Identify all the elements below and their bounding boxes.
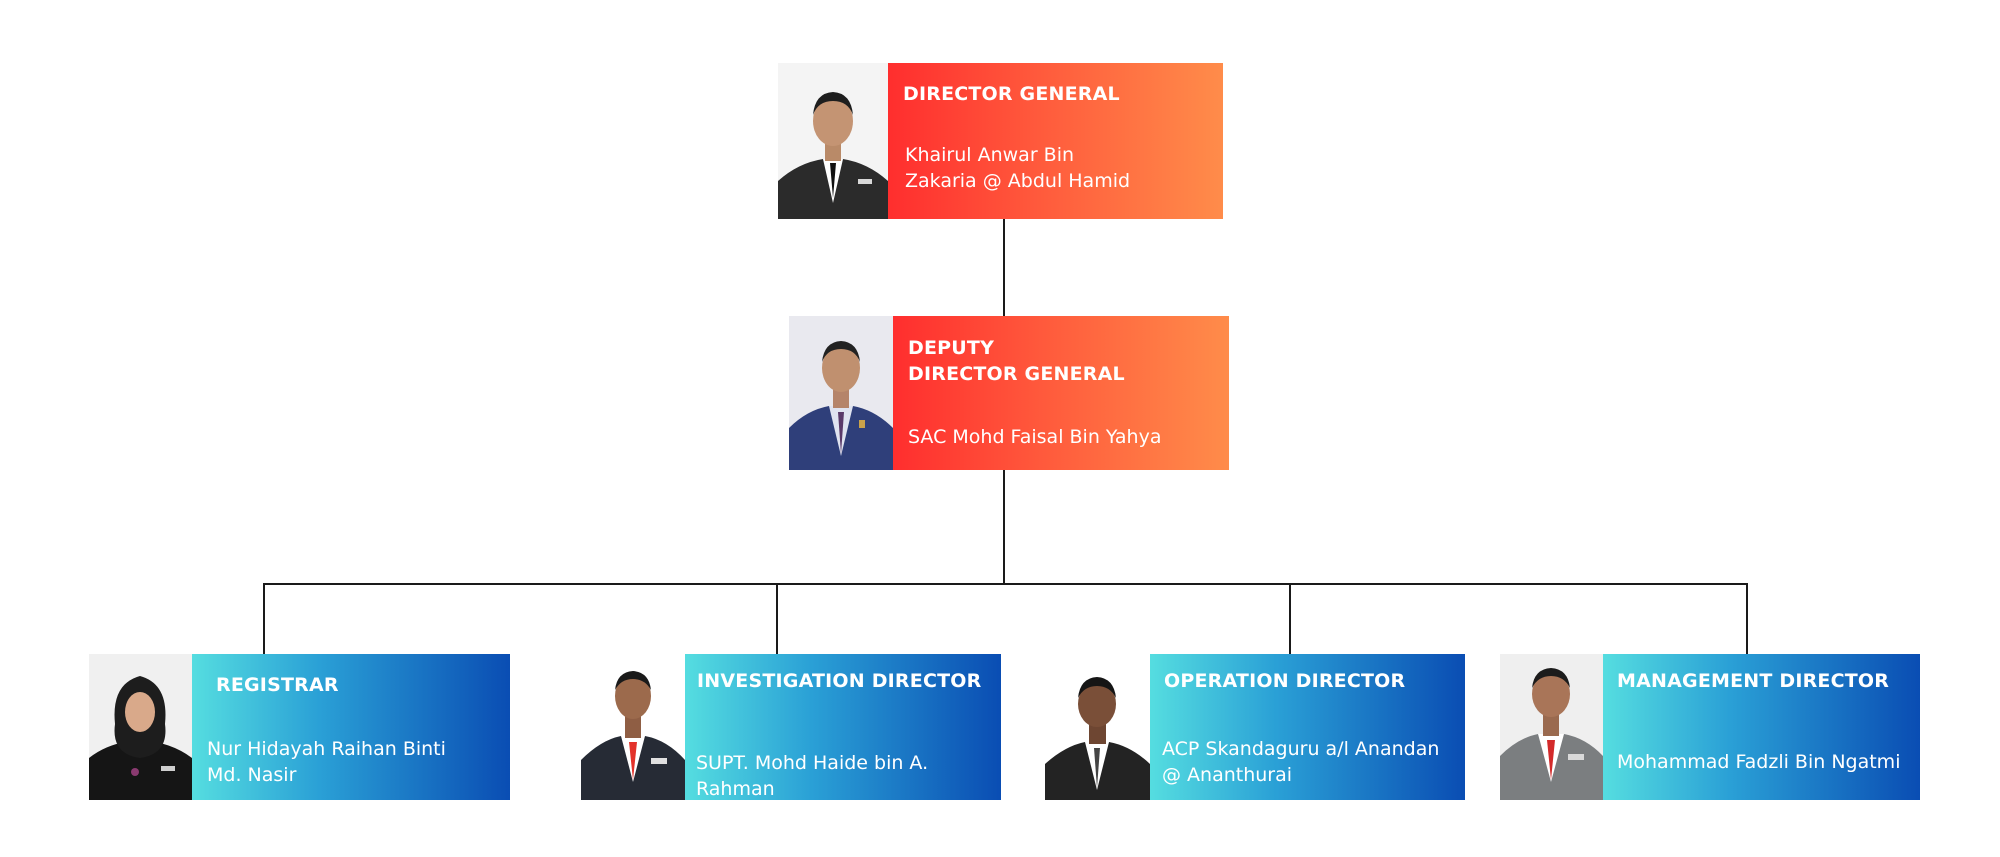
director-general-photo xyxy=(778,63,888,219)
person-portrait-icon xyxy=(789,316,893,470)
registrar-panel: REGISTRAR Nur Hidayah Raihan Binti Md. N… xyxy=(192,654,510,800)
person-portrait-icon xyxy=(778,63,888,219)
connector-deputy-to-bus xyxy=(1003,470,1005,585)
investigation-director-photo xyxy=(581,654,685,800)
management-director-name: Mohammad Fadzli Bin Ngatmi xyxy=(1617,751,1901,773)
person-portrait-icon xyxy=(89,654,192,800)
investigation-director-card: INVESTIGATION DIRECTOR SUPT. Mohd Haide … xyxy=(581,654,1001,800)
registrar-card: REGISTRAR Nur Hidayah Raihan Binti Md. N… xyxy=(89,654,510,800)
person-portrait-icon xyxy=(581,654,685,800)
person-portrait-icon xyxy=(1045,654,1150,800)
connector-to-management xyxy=(1746,583,1748,654)
investigation-director-panel: INVESTIGATION DIRECTOR SUPT. Mohd Haide … xyxy=(685,654,1001,800)
deputy-director-general-photo xyxy=(789,316,893,470)
director-general-name: Khairul Anwar Bin Zakaria @ Abdul Hamid xyxy=(905,144,1131,192)
director-general-panel: DIRECTOR GENERAL Khairul Anwar Bin Zakar… xyxy=(888,63,1223,219)
management-director-photo xyxy=(1500,654,1603,800)
connector-to-registrar xyxy=(263,583,265,654)
director-general-card: DIRECTOR GENERAL Khairul Anwar Bin Zakar… xyxy=(778,63,1223,219)
connector-to-operation xyxy=(1289,583,1291,654)
operation-director-name: ACP Skandaguru a/l Anandan @ Ananthurai xyxy=(1162,738,1440,786)
management-director-card: MANAGEMENT DIRECTOR Mohammad Fadzli Bin … xyxy=(1500,654,1920,800)
deputy-director-general-card: DEPUTY DIRECTOR GENERAL SAC Mohd Faisal … xyxy=(789,316,1229,470)
operation-director-title: OPERATION DIRECTOR xyxy=(1164,670,1406,692)
connector-dg-to-deputy xyxy=(1003,219,1005,316)
investigation-director-title: INVESTIGATION DIRECTOR xyxy=(697,670,982,692)
deputy-director-general-panel: DEPUTY DIRECTOR GENERAL SAC Mohd Faisal … xyxy=(893,316,1229,470)
connector-to-investigation xyxy=(776,583,778,654)
registrar-name: Nur Hidayah Raihan Binti Md. Nasir xyxy=(207,738,446,786)
management-director-panel: MANAGEMENT DIRECTOR Mohammad Fadzli Bin … xyxy=(1603,654,1920,800)
operation-director-card: OPERATION DIRECTOR ACP Skandaguru a/l An… xyxy=(1045,654,1465,800)
connector-horizontal-bus xyxy=(263,583,1748,585)
person-portrait-icon xyxy=(1500,654,1603,800)
deputy-director-general-title: DEPUTY DIRECTOR GENERAL xyxy=(908,337,1125,385)
registrar-photo xyxy=(89,654,192,800)
deputy-director-general-name: SAC Mohd Faisal Bin Yahya xyxy=(908,426,1162,448)
operation-director-panel: OPERATION DIRECTOR ACP Skandaguru a/l An… xyxy=(1150,654,1465,800)
registrar-title: REGISTRAR xyxy=(216,674,339,696)
director-general-title: DIRECTOR GENERAL xyxy=(903,83,1120,105)
investigation-director-name: SUPT. Mohd Haide bin A. Rahman xyxy=(696,752,929,800)
operation-director-photo xyxy=(1045,654,1150,800)
management-director-title: MANAGEMENT DIRECTOR xyxy=(1617,670,1890,692)
